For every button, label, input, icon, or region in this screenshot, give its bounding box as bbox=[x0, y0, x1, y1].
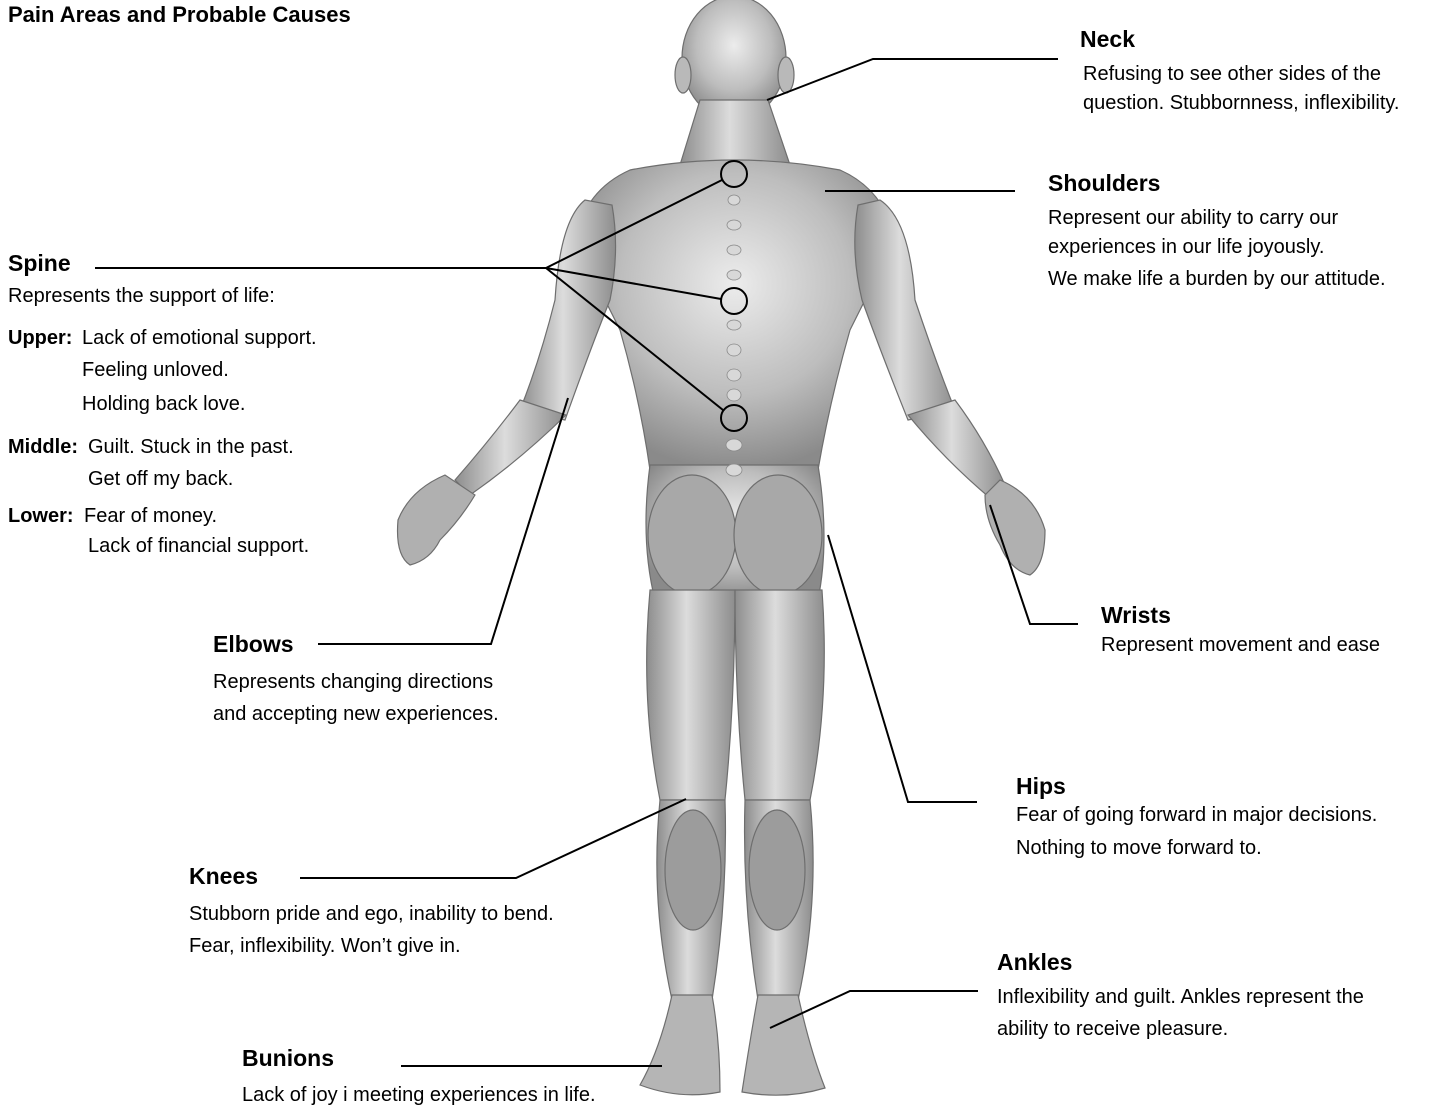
shoulders-line-2: experiences in our life joyously. bbox=[1048, 236, 1324, 259]
right-glute bbox=[734, 475, 822, 595]
left-glute bbox=[648, 475, 736, 595]
spine-middle-line-2: Get off my back. bbox=[88, 468, 233, 491]
knees-heading: Knees bbox=[189, 863, 258, 890]
shoulders-line-1: Represent our ability to carry our bbox=[1048, 207, 1338, 230]
bunions-heading: Bunions bbox=[242, 1045, 334, 1072]
ankles-line-1: Inflexibility and guilt. Ankles represen… bbox=[997, 986, 1364, 1009]
spine-middle-label: Middle: bbox=[8, 436, 78, 459]
left-hand bbox=[398, 475, 476, 565]
spine-upper-line-1: Lack of emotional support. bbox=[82, 327, 317, 350]
elbows-line-2: and accepting new experiences. bbox=[213, 703, 499, 726]
knees-leader bbox=[300, 799, 686, 878]
right-upper-arm bbox=[855, 200, 955, 420]
right-forearm bbox=[908, 400, 1005, 498]
ankles-heading: Ankles bbox=[997, 949, 1072, 976]
hips-line-2: Nothing to move forward to. bbox=[1016, 837, 1262, 860]
neck-leader bbox=[767, 59, 1058, 100]
spine-upper-label: Upper: bbox=[8, 327, 72, 350]
elbows-line-1: Represents changing directions bbox=[213, 671, 493, 694]
left-foot bbox=[640, 995, 720, 1095]
hips-line-1: Fear of going forward in major decisions… bbox=[1016, 804, 1377, 827]
bunions-line-1: Lack of joy i meeting experiences in lif… bbox=[242, 1084, 596, 1107]
neck-heading: Neck bbox=[1080, 26, 1135, 53]
torso bbox=[575, 160, 895, 470]
shoulders-line-3: We make life a burden by our attitude. bbox=[1048, 268, 1386, 291]
wrists-line-1: Represent movement and ease bbox=[1101, 634, 1380, 657]
spine-lower-line-1: Fear of money. bbox=[84, 505, 217, 528]
spine-middle-line-1: Guilt. Stuck in the past. bbox=[88, 436, 294, 459]
left-forearm bbox=[455, 400, 566, 495]
left-thigh bbox=[647, 590, 735, 800]
left-ear bbox=[675, 57, 691, 93]
knees-line-2: Fear, inflexibility. Won’t give in. bbox=[189, 935, 461, 958]
right-foot bbox=[742, 995, 825, 1095]
shoulders-heading: Shoulders bbox=[1048, 170, 1160, 197]
right-ear bbox=[778, 57, 794, 93]
left-calf-muscle bbox=[665, 810, 721, 930]
neck-line-2: question. Stubbornness, inflexibility. bbox=[1083, 92, 1399, 115]
hips-heading: Hips bbox=[1016, 773, 1066, 800]
knees-line-1: Stubborn pride and ego, inability to ben… bbox=[189, 903, 554, 926]
spine-upper-line-2: Feeling unloved. bbox=[82, 359, 229, 382]
spine-lower-line-2: Lack of financial support. bbox=[88, 535, 309, 558]
hips-leader bbox=[828, 535, 977, 802]
elbows-heading: Elbows bbox=[213, 631, 294, 658]
right-thigh bbox=[735, 590, 824, 800]
left-upper-arm bbox=[520, 200, 616, 420]
neck-shape bbox=[680, 100, 790, 165]
spine-lower-label: Lower: bbox=[8, 505, 74, 528]
ankles-line-2: ability to receive pleasure. bbox=[997, 1018, 1228, 1041]
spine-intro: Represents the support of life: bbox=[8, 285, 275, 308]
spine-heading: Spine bbox=[8, 250, 71, 277]
page-title: Pain Areas and Probable Causes bbox=[8, 2, 351, 28]
spine-upper-line-3: Holding back love. bbox=[82, 393, 245, 416]
right-hand bbox=[985, 480, 1045, 575]
wrists-heading: Wrists bbox=[1101, 602, 1171, 629]
body-silhouette bbox=[398, 0, 1046, 1095]
neck-line-1: Refusing to see other sides of the bbox=[1083, 63, 1381, 86]
right-calf-muscle bbox=[749, 810, 805, 930]
